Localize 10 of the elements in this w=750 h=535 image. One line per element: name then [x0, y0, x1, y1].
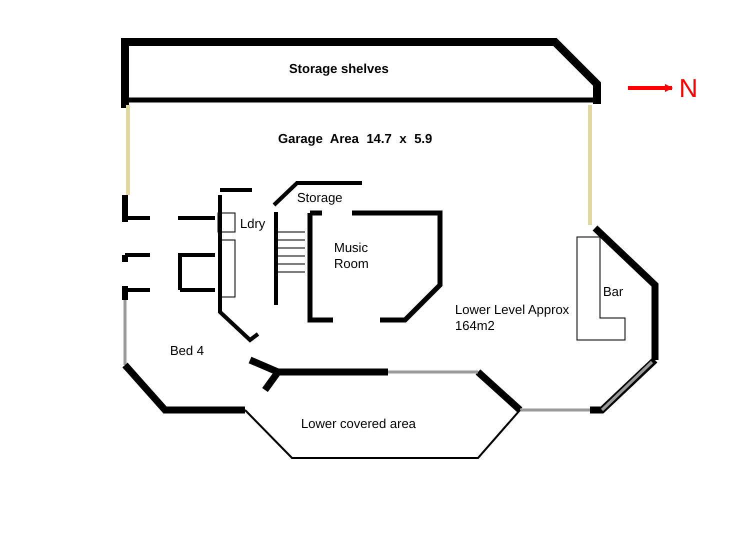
- room-label: Storage: [297, 190, 343, 206]
- room-label: Bar: [603, 284, 624, 300]
- room-label: Ldry: [240, 216, 266, 232]
- room-label: Lower Level Approx 164m2: [455, 302, 570, 334]
- room-label: Storage shelves: [289, 61, 389, 77]
- room-label: Garage Area 14.7 x 5.9: [278, 131, 432, 147]
- north-label: N: [679, 73, 698, 103]
- room-label: Music Room: [334, 240, 370, 272]
- room-label: Lower covered area: [301, 416, 416, 432]
- room-label: Bed 4: [170, 343, 204, 359]
